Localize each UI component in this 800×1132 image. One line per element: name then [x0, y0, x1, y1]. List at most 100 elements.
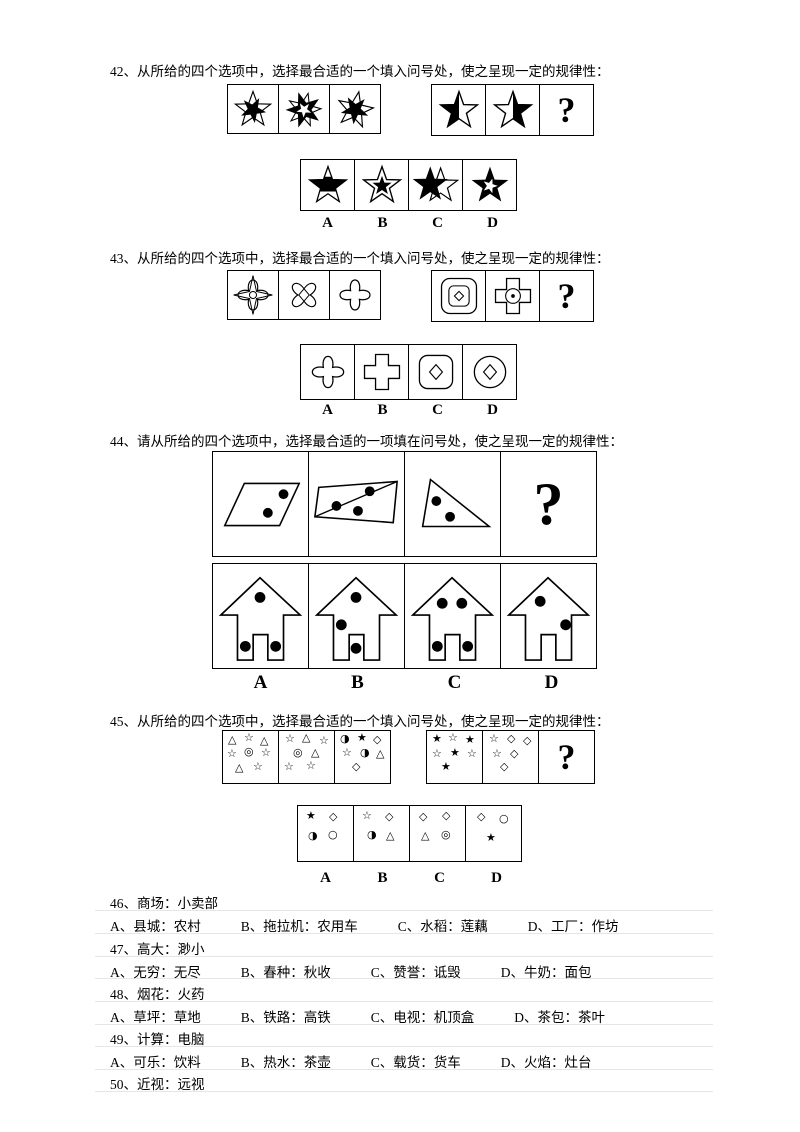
q47-stem: 47、高大：渺小	[110, 942, 205, 957]
arrow-house-dots	[218, 576, 303, 661]
banded-star	[307, 164, 348, 204]
small-shape-glyph: ★	[486, 831, 496, 844]
q42-question-mark: ?	[557, 90, 576, 130]
small-shape-glyph: ★	[465, 733, 475, 746]
q49-option-a: A、可乐：饮料	[110, 1055, 201, 1070]
separator	[95, 1046, 713, 1047]
circle-diamond	[473, 355, 506, 389]
small-shape-glyph: ◇	[477, 810, 486, 823]
q45-option-c: ◇◇△◎	[409, 805, 466, 862]
rounded-square-diamond	[418, 354, 453, 390]
small-shape-glyph: ☆	[253, 760, 263, 773]
small-shape-glyph: △	[386, 829, 395, 842]
small-shape-glyph: ◑	[340, 732, 350, 745]
star-figure	[285, 91, 323, 128]
small-shape-glyph: ☆	[285, 732, 295, 745]
triangle-dots	[421, 478, 492, 528]
q42-option-labels: A B C D	[300, 215, 520, 232]
q50-stem: 50、近视：远视	[110, 1077, 205, 1092]
q43-option-b	[354, 344, 409, 400]
q44-option-d	[500, 563, 597, 669]
quad-diagonal-dots	[313, 480, 399, 524]
q43-label-b: B	[377, 402, 388, 418]
q45-sequence-row: △☆△☆◎☆△☆ ☆△☆◎△☆☆ ◑★◇☆◑△◇ ★☆★☆★☆★ ☆◇◇☆◇◇ …	[222, 730, 595, 784]
half-black-star	[492, 89, 533, 129]
q45-question-cell: ?	[538, 730, 595, 784]
q48-option-c: C、电视：机顶盒	[370, 1010, 475, 1025]
flower-star-figure	[233, 275, 273, 315]
arrow-house-dots	[506, 576, 591, 661]
separator	[95, 1024, 713, 1025]
q49-option-d: D、火焰：灶台	[500, 1055, 592, 1070]
q44-question-mark: ?	[533, 471, 564, 537]
q44-label-a: A	[253, 672, 268, 693]
small-shape-glyph: ☆	[227, 747, 237, 760]
small-shape-glyph: ☆	[362, 809, 372, 822]
small-shape-glyph: ◇	[510, 747, 519, 760]
q45-label-d: D	[491, 870, 502, 886]
small-shape-glyph: ◇	[419, 810, 428, 823]
small-shape-glyph: △	[302, 731, 311, 744]
q42-label-b: B	[377, 215, 388, 231]
q44-label-c: C	[447, 672, 462, 693]
small-shape-glyph: ◑	[308, 829, 318, 842]
star-in-star	[361, 164, 402, 204]
small-shape-glyph: ☆	[489, 732, 499, 745]
q42-option-d	[462, 159, 517, 211]
flower-figure	[311, 355, 344, 389]
separator	[95, 978, 713, 979]
q42-sequence-row: ?	[227, 84, 594, 136]
small-shape-glyph: ☆	[306, 759, 316, 772]
small-shape-glyph: ◑	[367, 828, 377, 841]
q43-option-c	[408, 344, 463, 400]
q45-label-c: C	[434, 870, 445, 886]
q48-stem: 48、烟花：火药	[110, 987, 205, 1002]
q44-seq-cell-1	[212, 451, 309, 557]
q49-option-b: B、热水：茶壶	[240, 1055, 331, 1070]
q43-seq-cell-5	[485, 270, 540, 322]
half-black-star	[438, 89, 479, 129]
q43-right-group: ?	[431, 270, 594, 322]
q43-seq-cell-2	[278, 270, 330, 320]
q46-options: A、县城：农村 B、拖拉机：农用车 C、水稻：莲藕 D、工厂：作坊	[110, 915, 659, 935]
q42-seq-cell-5	[485, 84, 540, 136]
q45-stem: 45、从所给的四个选项中，选择最合适的一个填入问号处，使之呈现一定的规律性：	[110, 714, 610, 729]
q44-seq-cell-2	[308, 451, 405, 557]
small-shape-glyph: ◎	[244, 745, 254, 758]
q42-right-group: ?	[431, 84, 594, 136]
q48-options: A、草坪：草地 B、铁路：高铁 C、电视：机顶盒 D、茶包：茶叶	[110, 1006, 645, 1026]
q43-option-d	[462, 344, 517, 400]
separator	[95, 1069, 713, 1070]
small-shape-glyph: △	[311, 746, 320, 759]
q44-option-a	[212, 563, 309, 669]
small-shape-glyph: ◇	[385, 810, 394, 823]
q43-label-c: C	[432, 402, 443, 418]
small-shape-glyph: ◇	[352, 760, 361, 773]
q45-seq-cell-1: △☆△☆◎☆△☆	[222, 730, 279, 784]
q42-seq-cell-2	[278, 84, 330, 134]
q45-label-b: B	[377, 870, 388, 886]
q44-option-c	[404, 563, 501, 669]
q47-options: A、无穷：无尽 B、春种：秋收 C、赞誉：诋毁 D、牛奶：面包	[110, 961, 632, 981]
black-star	[471, 166, 508, 202]
q42-left-group	[227, 84, 381, 136]
nested-rounded-squares	[440, 277, 477, 315]
flower-diamond-figure	[291, 282, 317, 308]
q45-seq-cell-3: ◑★◇☆◑△◇	[334, 730, 391, 784]
small-shape-glyph: ○	[328, 828, 338, 841]
small-shape-glyph: ☆	[432, 747, 442, 760]
q47-option-b: B、春种：秋收	[240, 965, 331, 980]
q46-option-b: B、拖拉机：农用车	[240, 919, 358, 934]
small-shape-glyph: ◎	[293, 746, 303, 759]
q49-option-c: C、载货：货车	[370, 1055, 461, 1070]
q43-option-a	[300, 344, 355, 400]
q48-option-a: A、草坪：草地	[110, 1010, 201, 1025]
small-shape-glyph: ★	[306, 809, 316, 822]
small-shape-glyph: ☆	[244, 731, 254, 744]
q45-seq-cell-5: ☆◇◇☆◇◇	[482, 730, 539, 784]
q45-label-a: A	[320, 870, 331, 886]
small-shape-glyph: ☆	[319, 734, 329, 747]
small-shape-glyph: ◇	[507, 732, 516, 745]
q43-seq-cell-3	[329, 270, 381, 320]
